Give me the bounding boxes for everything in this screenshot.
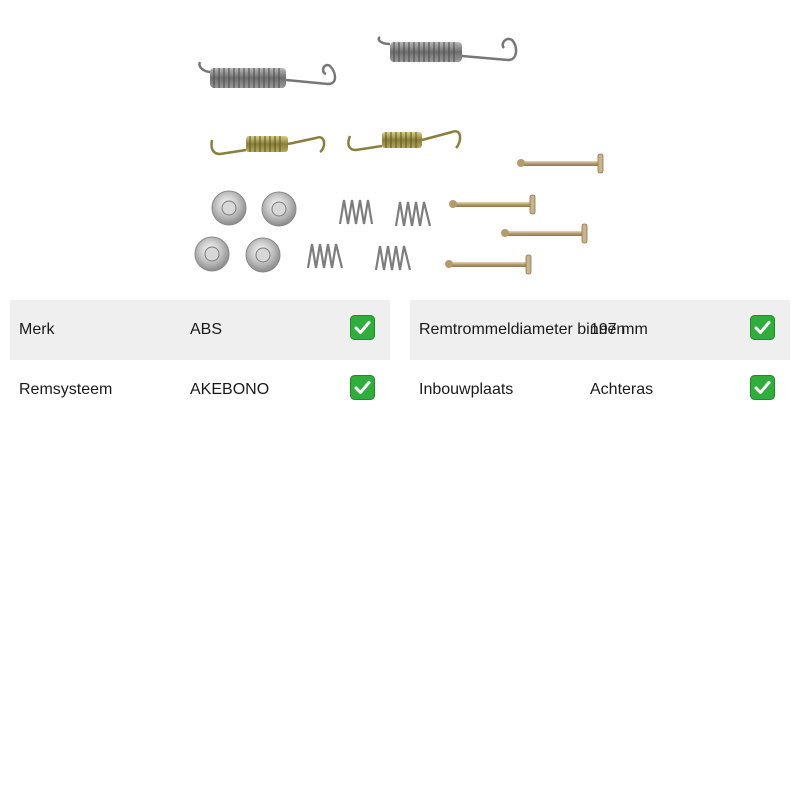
hold-down-pin	[445, 153, 604, 275]
spec-value: AKEBONO	[190, 381, 270, 398]
spec-row-remsysteem: Remsysteem AKEBONO	[10, 360, 390, 420]
check-icon	[350, 315, 375, 340]
spec-value: 197 mm	[590, 321, 648, 338]
spec-row-inbouwplaats: Inbouwplaats Achteras	[410, 360, 790, 420]
brass-spring	[347, 130, 462, 152]
spec-row-remtrommeldiameter: Remtrommeldiameter binnen 197 mm	[410, 300, 790, 360]
spec-label: Remtrommeldiameter binnen	[419, 321, 626, 338]
check-icon	[350, 375, 375, 400]
spec-value: Achteras	[590, 381, 654, 398]
spec-label: Inbouwplaats	[419, 381, 514, 398]
brass-spring	[210, 136, 326, 156]
check-icon	[750, 315, 775, 340]
spec-table-right: Remtrommeldiameter binnen 197 mm Inbouwp…	[410, 300, 790, 420]
spec-table-left: Merk ABS Remsysteem AKEBONO	[10, 300, 390, 420]
spec-row-merk: Merk ABS	[10, 300, 390, 360]
product-image	[194, 36, 604, 275]
spec-label: Remsysteem	[19, 381, 113, 398]
spec-value: ABS	[190, 321, 223, 338]
return-spring-large	[198, 61, 337, 88]
check-icon	[750, 375, 775, 400]
spec-label: Merk	[19, 321, 55, 338]
spring-cup-washer	[194, 190, 297, 273]
return-spring-large	[377, 36, 518, 62]
hold-down-spring	[306, 199, 432, 271]
